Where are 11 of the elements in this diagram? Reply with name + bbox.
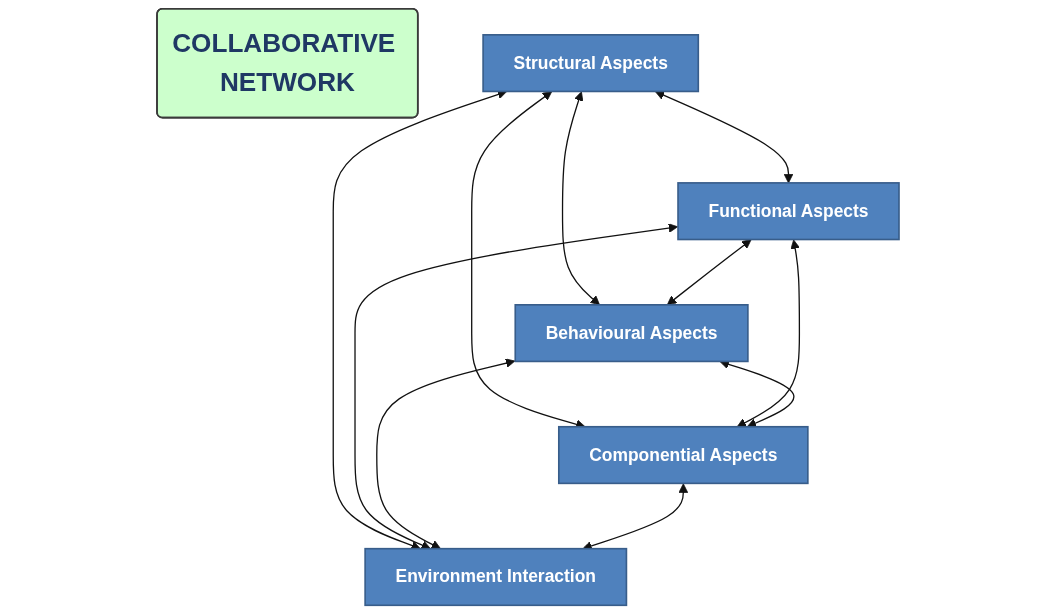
arrow [736, 239, 801, 428]
node-box: Structural Aspects [482, 34, 700, 93]
arrow [666, 239, 752, 306]
arrow [376, 358, 516, 550]
arrow [354, 223, 679, 550]
arrow [561, 91, 600, 306]
node-box: Environment Interaction [364, 547, 628, 607]
arrow [654, 90, 794, 184]
node-box: Functional Aspects [677, 182, 900, 241]
node-box: Behavioural Aspects [514, 304, 749, 363]
node-box: Componential Aspects [557, 425, 809, 485]
